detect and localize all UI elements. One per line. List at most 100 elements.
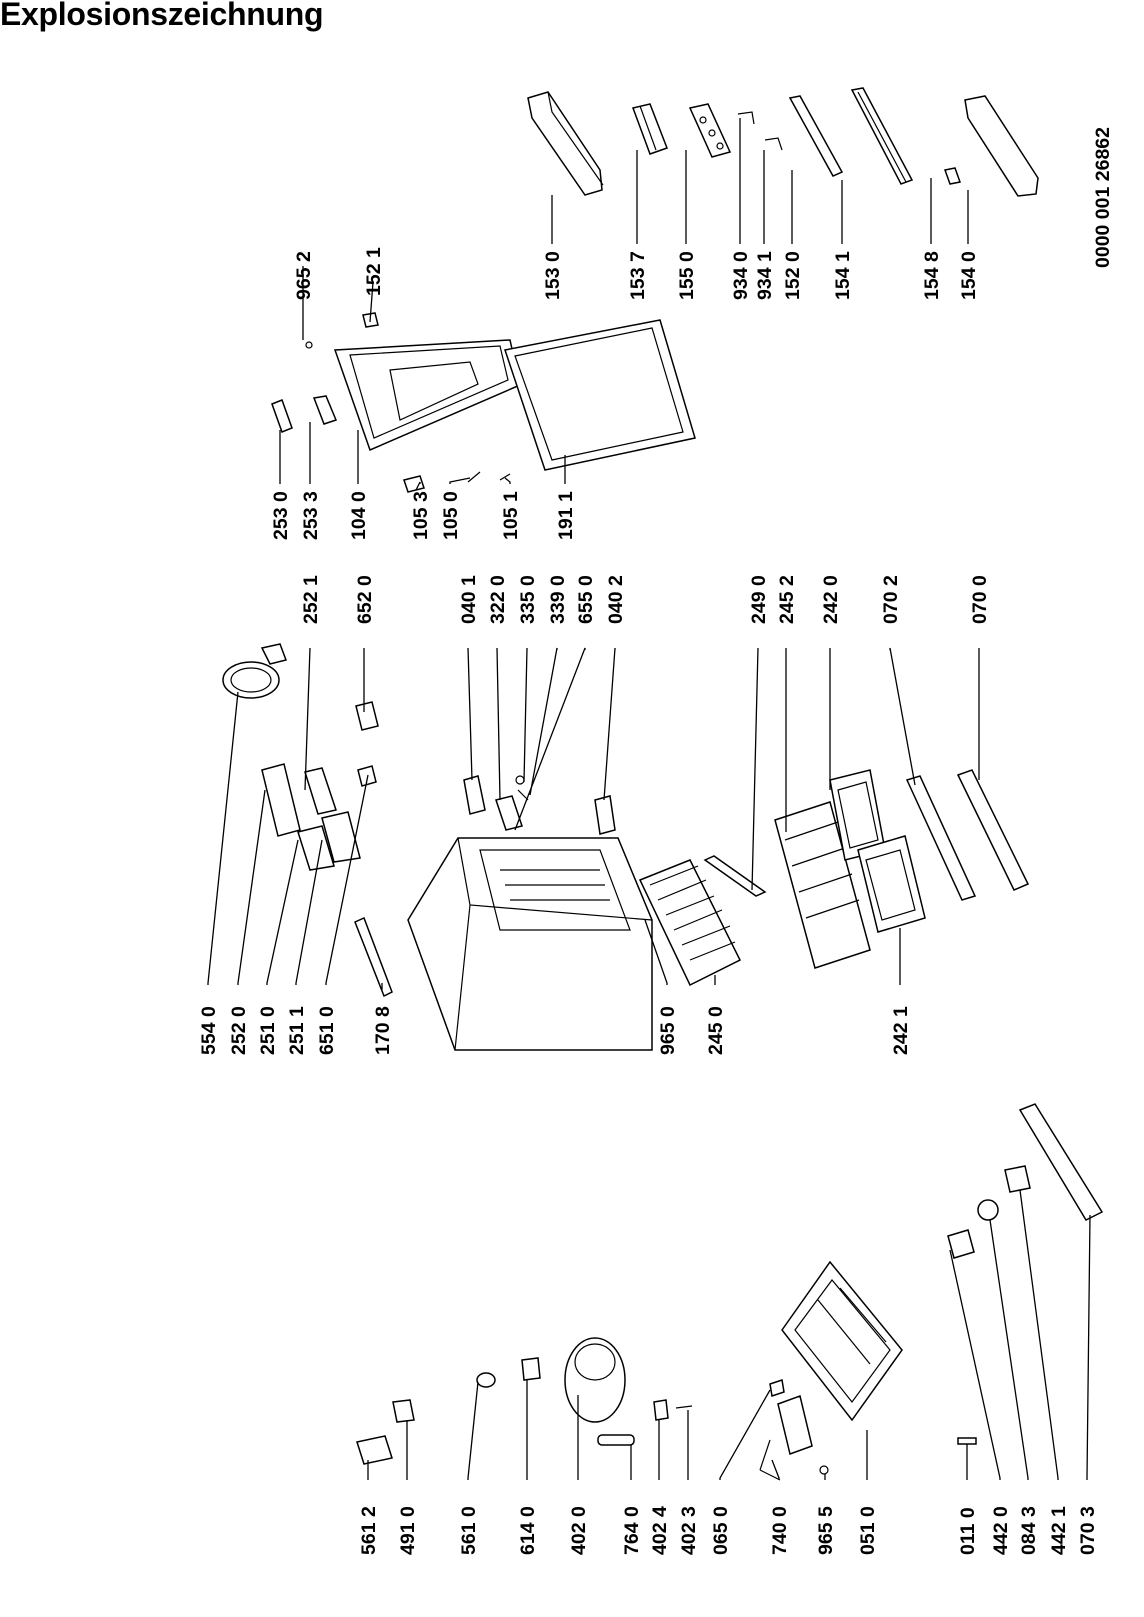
part-number-label: 040 1	[458, 575, 480, 624]
leader-line	[369, 281, 374, 323]
part-245-0-sketch	[638, 859, 742, 987]
part-number-label: 070 2	[880, 575, 902, 624]
part-153-0-sketch	[527, 91, 604, 196]
part-number-label: 253 3	[300, 491, 322, 540]
part-154-0-sketch	[964, 95, 1039, 197]
part-011-0-sketch	[957, 1437, 977, 1445]
part-614-0-sketch	[521, 1357, 541, 1381]
part-402-3-sketch	[675, 1405, 693, 1409]
part-335-0-sketch	[515, 775, 525, 785]
leader-line	[237, 789, 266, 985]
part-070-0-sketch	[956, 769, 1030, 891]
part-065-0-sketch	[769, 1379, 785, 1397]
part-105-3-sketch	[403, 475, 425, 493]
leader-line	[304, 647, 311, 791]
part-number-label: 561 2	[358, 1506, 380, 1555]
part-number-label: 402 0	[568, 1506, 590, 1555]
part-251-1-sketch	[321, 811, 361, 863]
part-253-3-sketch	[312, 395, 338, 425]
part-554-0-sketch	[222, 643, 287, 699]
leader-line	[207, 691, 239, 985]
part-number-label: 245 2	[776, 575, 798, 624]
part-number-label: 764 0	[621, 1506, 643, 1555]
part-104-0-sketch	[333, 339, 521, 452]
cabinet-sketch	[407, 837, 653, 1051]
part-number-label: 402 4	[649, 1506, 671, 1555]
part-number-label: 105 1	[500, 491, 522, 540]
part-number-label: 442 1	[1048, 1506, 1070, 1555]
part-253-0-sketch	[271, 399, 293, 433]
part-249-0-sketch	[703, 855, 767, 897]
part-561-2-sketch	[356, 1435, 393, 1465]
part-154-8-sketch	[944, 167, 961, 185]
part-number-label: 191 1	[555, 491, 577, 540]
part-252-0-sketch	[261, 763, 301, 837]
part-number-label: 011 0	[957, 1507, 979, 1555]
leader-line	[514, 647, 586, 831]
part-number-label: 152 0	[782, 251, 804, 300]
part-number-label: 335 0	[517, 575, 539, 624]
part-084-3-sketch	[977, 1199, 999, 1221]
part-number-label: 651 0	[316, 1006, 338, 1055]
part-105-1-sketch	[499, 473, 511, 481]
part-number-label: 245 0	[705, 1006, 727, 1055]
leader-line	[523, 647, 528, 783]
part-number-label: 070 3	[1077, 1506, 1099, 1555]
part-number-label: 154 8	[921, 251, 943, 300]
leader-line	[325, 774, 369, 985]
part-sketches	[222, 87, 1104, 1481]
part-number-label: 040 2	[605, 575, 627, 624]
leader-line	[989, 1219, 1029, 1480]
part-number-label: 249 0	[748, 575, 770, 624]
part-040-1-sketch	[463, 775, 486, 815]
part-191-1-sketch	[504, 319, 696, 471]
part-764-0-sketch	[597, 1434, 635, 1446]
part-152-0-sketch	[788, 95, 844, 177]
part-number-label: 402 3	[678, 1506, 700, 1555]
part-number-label: 252 1	[300, 575, 322, 624]
part-651-0-sketch	[357, 765, 377, 787]
condenser-740-0-sketch	[759, 1395, 813, 1481]
part-number-label: 614 0	[517, 1506, 539, 1555]
part-652-0-sketch	[355, 701, 379, 731]
part-number-label: 105 0	[440, 491, 462, 540]
part-491-0-sketch	[392, 1399, 415, 1423]
part-number-label: 934 1	[754, 251, 776, 300]
part-561-0-sketch	[476, 1372, 496, 1388]
part-number-label: 339 0	[547, 575, 569, 624]
compressor-402-0-sketch	[564, 1337, 626, 1423]
leader-line	[1086, 1214, 1091, 1480]
leader-lines	[207, 118, 1091, 1480]
part-322-0-sketch	[495, 795, 523, 831]
part-105-0-sketch	[467, 471, 481, 483]
part-number-label: 253 0	[270, 491, 292, 540]
part-number-label: 155 0	[676, 251, 698, 300]
part-number-label: 965 2	[293, 251, 315, 300]
part-402-4-sketch	[653, 1399, 669, 1421]
part-070-3-sketch	[1018, 1103, 1104, 1221]
part-245-2-sketch	[774, 801, 871, 969]
part-number-label: 655 0	[575, 575, 597, 624]
part-934-0-sketch	[737, 111, 755, 125]
part-number-label: 740 0	[769, 1506, 791, 1555]
part-number-label: 251 0	[257, 1006, 279, 1055]
part-155-0-sketch	[688, 103, 732, 158]
part-number-label: 170 8	[372, 1006, 394, 1055]
part-number-label: 251 1	[286, 1006, 308, 1055]
part-442-0-sketch	[947, 1229, 975, 1259]
part-154-1-sketch	[850, 87, 914, 185]
part-242-1-sketch	[857, 835, 926, 933]
leader-line	[771, 1459, 780, 1480]
leader-line	[266, 839, 299, 985]
drawing-code-group: 0000 001 26862	[1092, 127, 1114, 268]
part-252-1-sketch	[304, 767, 337, 815]
leader-line	[751, 647, 759, 891]
part-934-1-sketch	[764, 137, 783, 151]
part-number-label: 154 0	[958, 251, 980, 300]
part-number-label: 152 1	[363, 247, 385, 296]
part-170-8-sketch	[354, 916, 393, 998]
part-number-label: 242 0	[820, 575, 842, 624]
part-965-5-sketch	[819, 1465, 829, 1475]
